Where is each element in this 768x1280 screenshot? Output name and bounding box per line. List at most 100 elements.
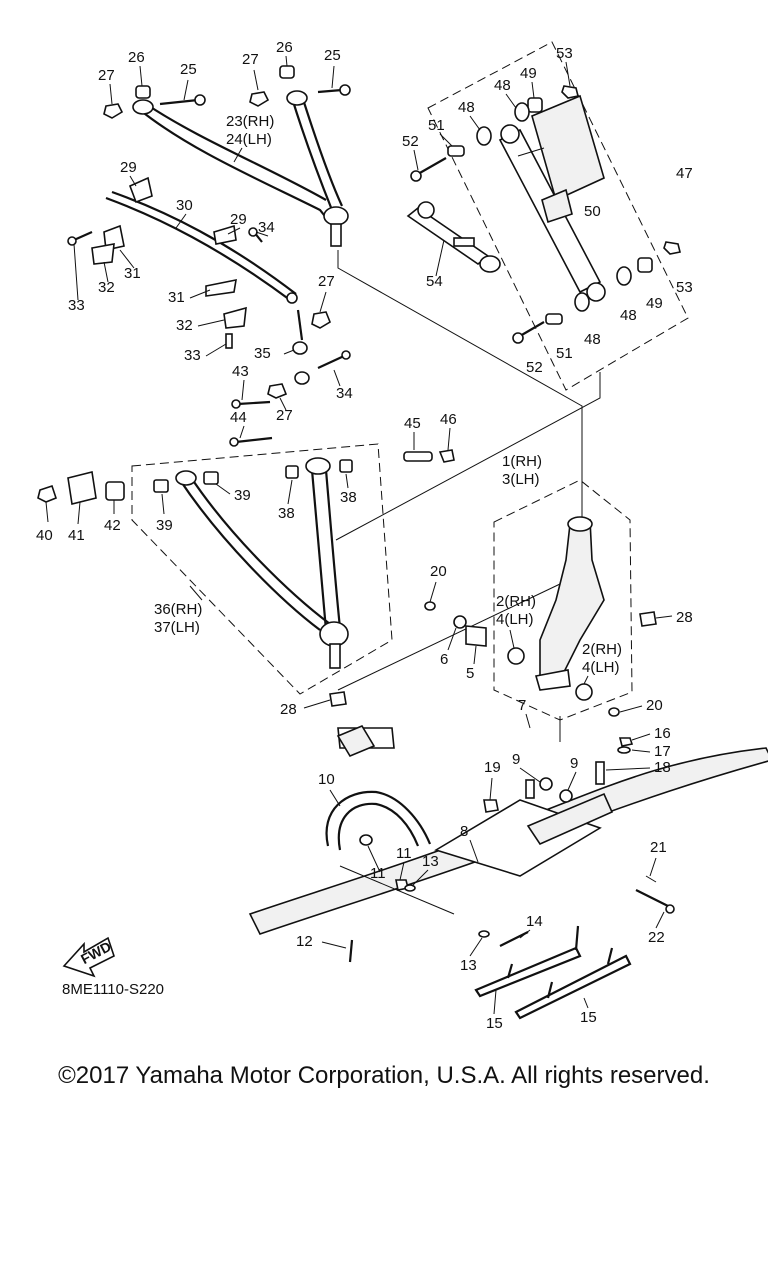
callout-label-c27b: 27 <box>242 51 259 68</box>
callout-label-c54: 54 <box>426 273 443 290</box>
callout-label-c49b: 49 <box>646 295 663 312</box>
callout-label-c7: 7 <box>518 697 526 714</box>
callout-label-c28a: 28 <box>676 609 693 626</box>
callout-label-c24: 24(LH) <box>226 131 272 148</box>
ski-to-spindle-line <box>337 583 561 691</box>
callout-labels: 27 26 25 27 26 25 23(RH) 24(LH) 53 49 48… <box>36 39 693 1032</box>
shock-absorber <box>498 94 606 302</box>
callout-label-c27a: 27 <box>98 67 115 84</box>
callout-label-c22: 22 <box>648 929 665 946</box>
callout-label-c27c: 27 <box>318 273 335 290</box>
callout-label-c2b: 2(RH) <box>582 641 622 658</box>
callout-label-c42: 42 <box>104 517 121 534</box>
callout-label-c35: 35 <box>254 345 271 362</box>
ski <box>248 727 768 935</box>
callout-label-c52a: 52 <box>402 133 419 150</box>
callout-label-c17: 17 <box>654 743 671 760</box>
callout-label-c14: 14 <box>526 913 543 930</box>
callout-label-c6: 6 <box>440 651 448 668</box>
callout-label-c37: 37(LH) <box>154 619 200 636</box>
callout-label-c13a: 13 <box>422 853 439 870</box>
callout-label-c4b: 4(LH) <box>582 659 620 676</box>
callout-label-c11b: 11 <box>370 865 386 882</box>
callout-label-c20a: 20 <box>430 563 447 580</box>
callout-label-c26a: 26 <box>128 49 145 66</box>
callout-label-c27d: 27 <box>276 407 293 424</box>
callout-label-c34a: 34 <box>258 219 275 236</box>
callout-label-c38a: 38 <box>278 505 295 522</box>
ski-hardware <box>336 724 675 963</box>
upper-a-arm <box>132 90 349 247</box>
part-54-assembly <box>406 201 501 273</box>
callout-leaders <box>45 55 673 1015</box>
callout-label-c15b: 15 <box>580 1009 597 1026</box>
callout-label-c16: 16 <box>654 725 671 742</box>
callout-label-c41: 41 <box>68 527 85 544</box>
callout-label-c13b: 13 <box>460 957 477 974</box>
callout-label-c9a: 9 <box>512 751 520 768</box>
callout-label-c31b: 31 <box>168 289 185 306</box>
callout-label-c33a: 33 <box>68 297 85 314</box>
callout-label-c34b: 34 <box>336 385 353 402</box>
shock-group-box <box>427 41 689 391</box>
callout-label-c23: 23(RH) <box>226 113 274 130</box>
spindle-hardware <box>329 601 657 717</box>
upper-arm-hardware <box>103 65 351 119</box>
callout-label-c25b: 25 <box>324 47 341 64</box>
callout-label-c47: 47 <box>676 165 693 182</box>
spindle <box>534 516 605 691</box>
callout-label-c15a: 15 <box>486 1015 503 1032</box>
callout-label-c44: 44 <box>230 409 247 426</box>
drawing-code: 8ME1110-S220 <box>62 981 164 998</box>
callout-label-c26b: 26 <box>276 39 293 56</box>
arm-to-spindle-line <box>337 250 583 520</box>
callout-label-c51a: 51 <box>428 117 445 134</box>
stabilizer-bar <box>105 190 298 304</box>
callout-label-c3: 3(LH) <box>502 471 540 488</box>
callout-label-c20b: 20 <box>646 697 663 714</box>
callout-label-c2a: 2(RH) <box>496 593 536 610</box>
lower-arm-group-box <box>131 443 393 695</box>
callout-label-c28b: 28 <box>280 701 297 718</box>
callout-label-c29b: 29 <box>230 211 247 228</box>
callout-label-c48b: 48 <box>458 99 475 116</box>
callout-label-c8: 8 <box>460 823 468 840</box>
callout-label-c19: 19 <box>484 759 501 776</box>
shock-hardware-bottom <box>512 241 681 344</box>
callout-label-c21: 21 <box>650 839 667 856</box>
callout-label-c48a: 48 <box>494 77 511 94</box>
copyright-notice: ©2017 Yamaha Motor Corporation, U.S.A. A… <box>58 1062 710 1089</box>
callout-label-c39a: 39 <box>156 517 173 534</box>
lower-arm-hardware <box>37 399 455 505</box>
shock-hardware-top <box>410 85 579 182</box>
callout-label-c31a: 31 <box>124 265 141 282</box>
spindle-group-box <box>493 479 633 721</box>
stabilizer-link <box>267 309 351 399</box>
lower-arm-to-spindle-line <box>335 372 601 541</box>
callout-label-c53b: 53 <box>676 279 693 296</box>
callout-label-c43: 43 <box>232 363 249 380</box>
callout-label-c32a: 32 <box>98 279 115 296</box>
callout-label-c36: 36(RH) <box>154 601 202 618</box>
callout-label-c33b: 33 <box>184 347 201 364</box>
callout-label-c53a: 53 <box>556 45 573 62</box>
callout-label-c40: 40 <box>36 527 53 544</box>
callout-label-c51b: 51 <box>556 345 573 362</box>
callout-label-c29a: 29 <box>120 159 137 176</box>
callout-label-c45: 45 <box>404 415 421 432</box>
callout-label-c12: 12 <box>296 933 313 950</box>
wear-bars <box>474 925 632 1020</box>
lower-a-arm <box>175 457 349 669</box>
callout-label-c32b: 32 <box>176 317 193 334</box>
fwd-arrow-icon: FWD <box>62 936 115 978</box>
callout-label-c9b: 9 <box>570 755 578 772</box>
ski-handle-loop <box>325 790 432 851</box>
callout-label-c39b: 39 <box>234 487 251 504</box>
callout-label-c5: 5 <box>466 665 474 682</box>
callout-label-c48d: 48 <box>584 331 601 348</box>
callout-label-c48c: 48 <box>620 307 637 324</box>
callout-label-c1: 1(RH) <box>502 453 542 470</box>
callout-label-c10: 10 <box>318 771 335 788</box>
callout-label-c11a: 11 <box>396 845 412 862</box>
